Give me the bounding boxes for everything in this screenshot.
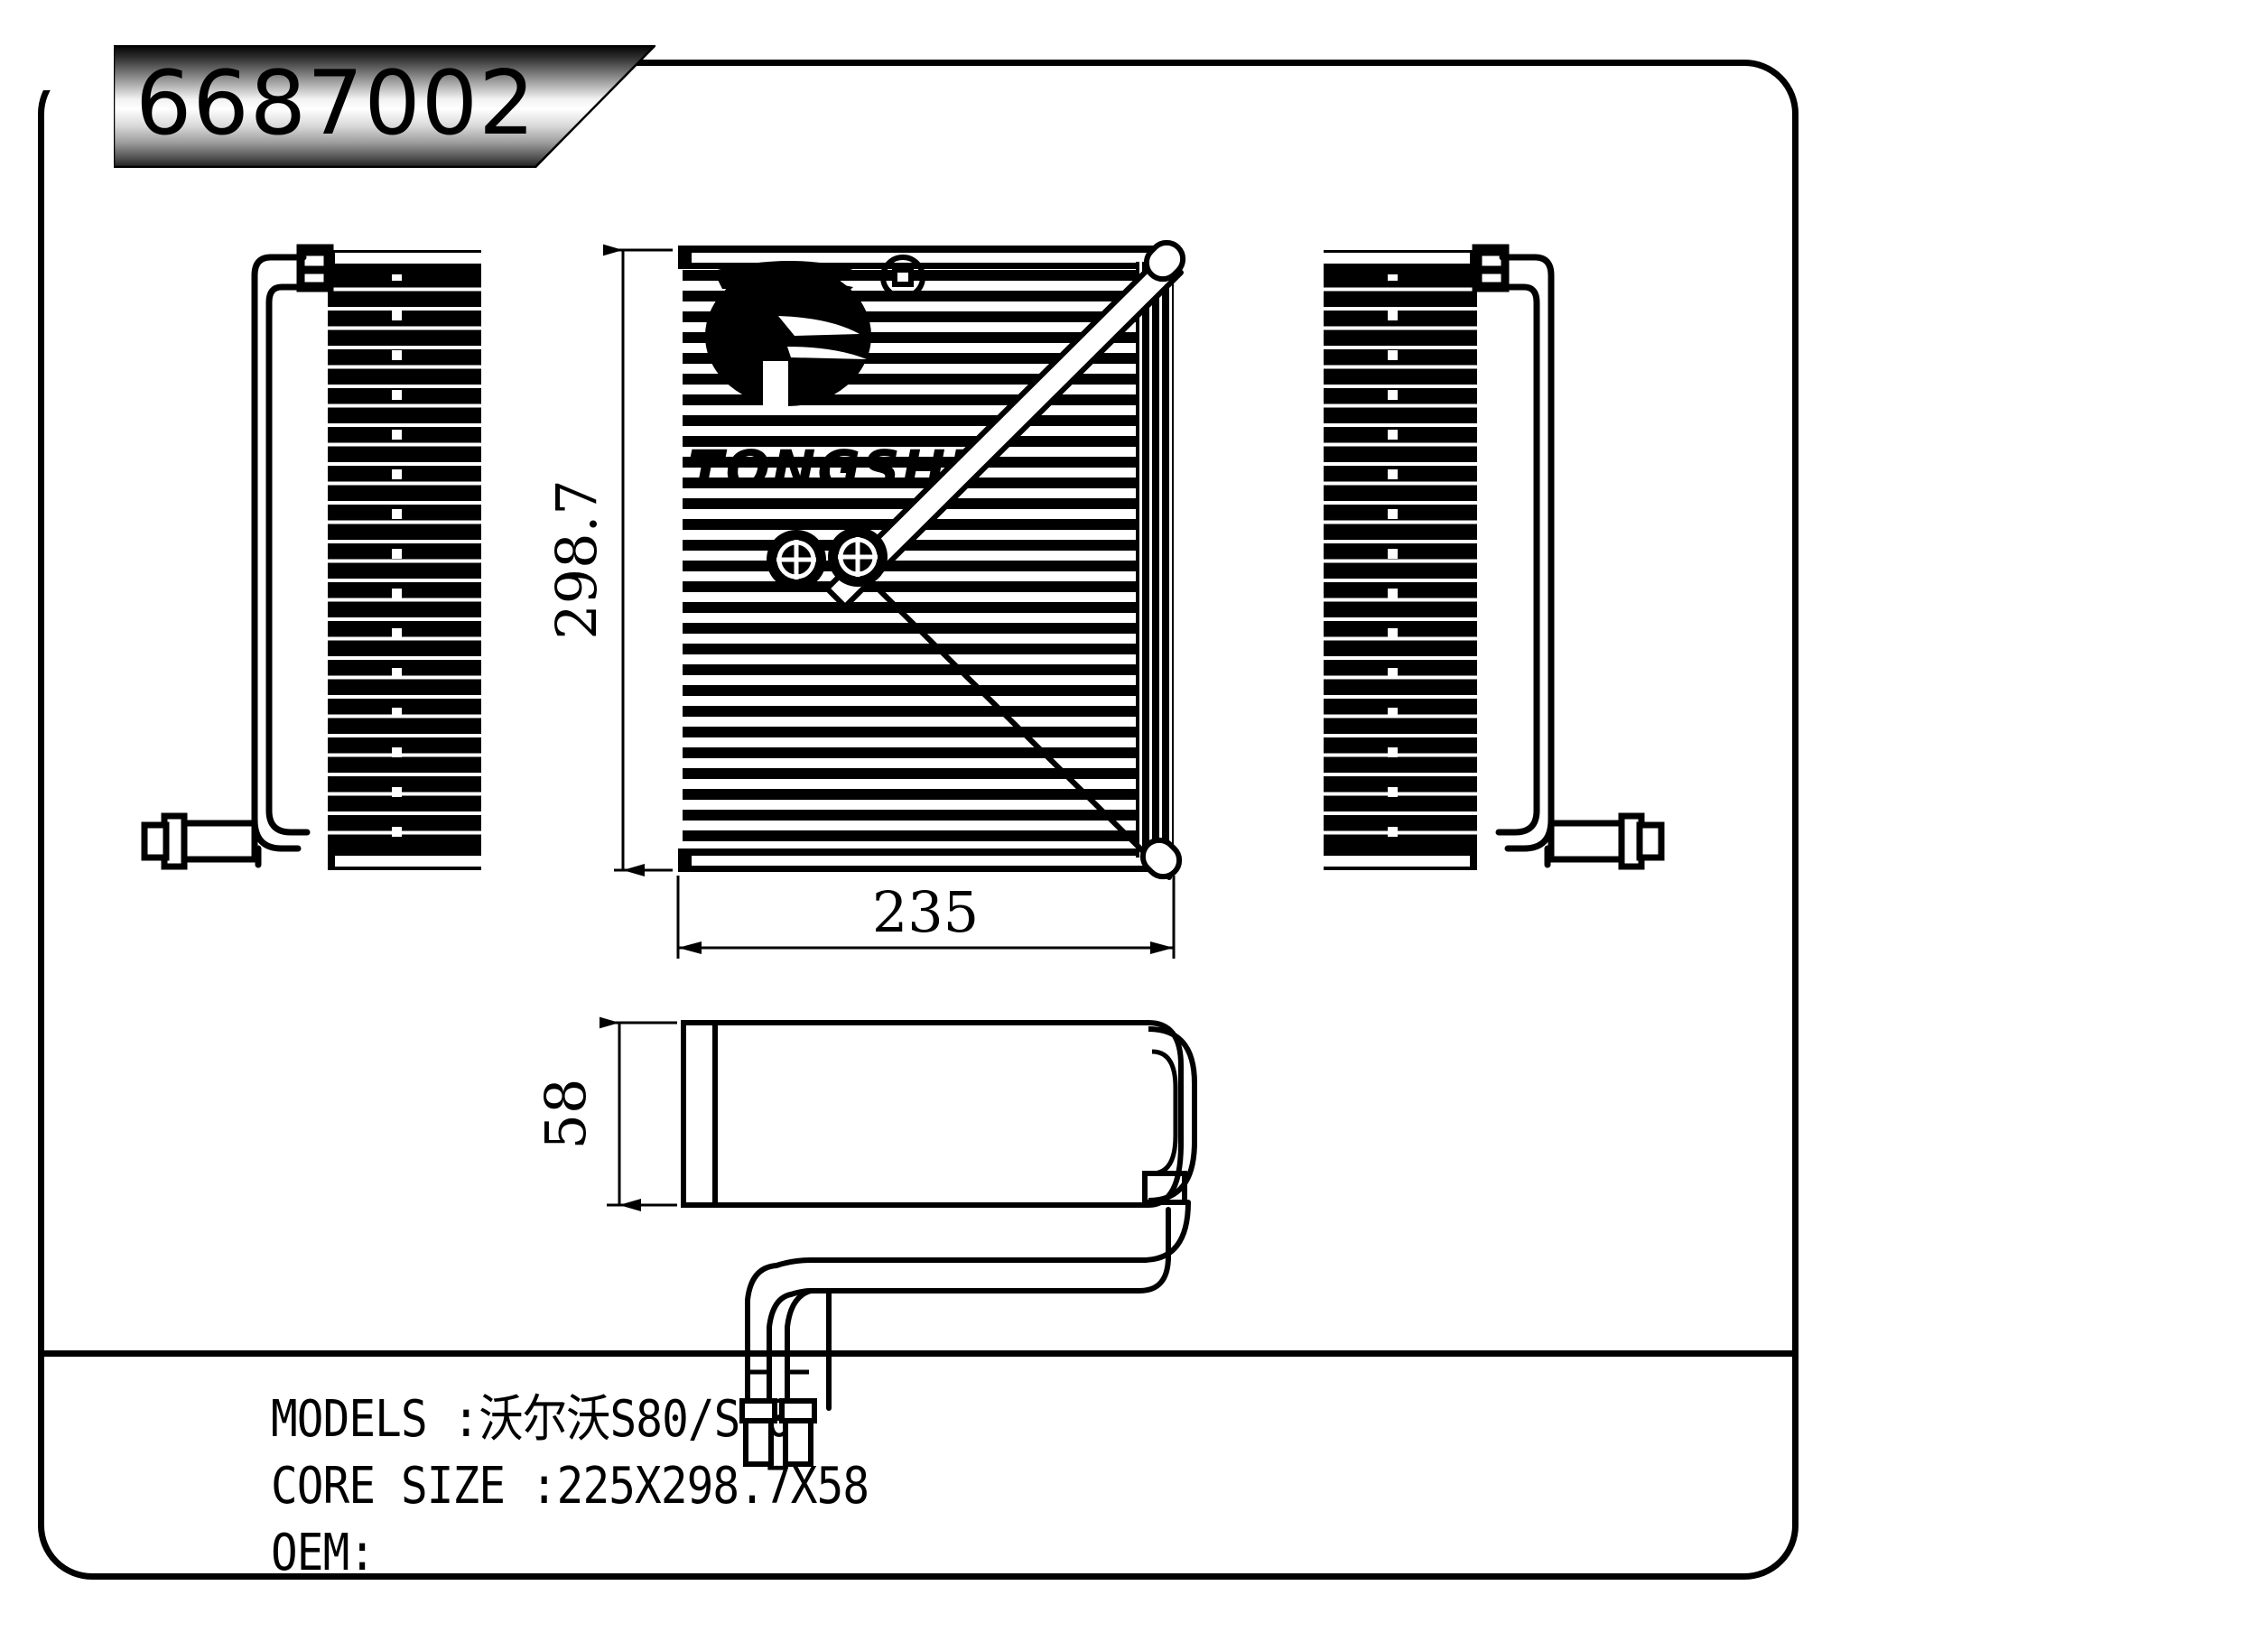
left-view-nozzle bbox=[141, 812, 258, 870]
spec-block: MODELS :沃尔沃S80/S70 CORE SIZE :225X298.7X… bbox=[271, 1386, 1535, 1587]
trademark-mark-icon bbox=[880, 255, 925, 300]
dimension-height: 298.7 bbox=[544, 250, 673, 870]
right-view-nozzle bbox=[1548, 812, 1665, 870]
spec-line-models: MODELS :沃尔沃S80/S70 bbox=[271, 1390, 793, 1449]
right-view-top-bracket bbox=[1472, 244, 1510, 292]
part-number-banner: 6687002 bbox=[114, 45, 655, 168]
front-core-view: TONGSHI bbox=[678, 239, 1186, 880]
dimension-depth-label: 58 bbox=[533, 1079, 599, 1150]
left-view-fin-block bbox=[328, 250, 481, 870]
left-view-top-bracket bbox=[296, 244, 334, 292]
right-view-tube bbox=[1495, 254, 1555, 868]
left-view-tube bbox=[251, 254, 311, 868]
drawing-frame bbox=[38, 60, 1799, 1580]
dimension-width-label: 235 bbox=[872, 879, 979, 945]
spec-divider bbox=[38, 1350, 1799, 1357]
part-number-text: 6687002 bbox=[135, 52, 536, 155]
tongshi-logo-mark bbox=[705, 261, 871, 408]
bottom-depth-view: 58 bbox=[533, 1023, 1197, 1467]
dimension-width: 235 bbox=[676, 876, 1176, 959]
left-side-view bbox=[141, 244, 481, 870]
dimension-height-label: 298.7 bbox=[544, 479, 609, 640]
core-right-fin-column bbox=[1136, 262, 1174, 858]
brand-text: TONGSHI bbox=[688, 439, 969, 500]
right-view-fin-block bbox=[1324, 250, 1477, 870]
core-tube-ends bbox=[1139, 239, 1186, 880]
tongshi-wordmark: TONGSHI bbox=[688, 439, 969, 500]
core-header-bars bbox=[678, 246, 1169, 872]
bottom-view-tubes bbox=[745, 1200, 1191, 1411]
spec-line-oem: OEM: bbox=[271, 1524, 376, 1582]
right-side-view bbox=[1324, 244, 1665, 870]
spec-line-core-size: CORE SIZE :225X298.7X58 bbox=[271, 1457, 869, 1516]
dimension-depth: 58 bbox=[533, 1023, 677, 1205]
core-tube-fittings bbox=[767, 527, 888, 589]
bottom-view-nozzles bbox=[739, 1369, 817, 1467]
